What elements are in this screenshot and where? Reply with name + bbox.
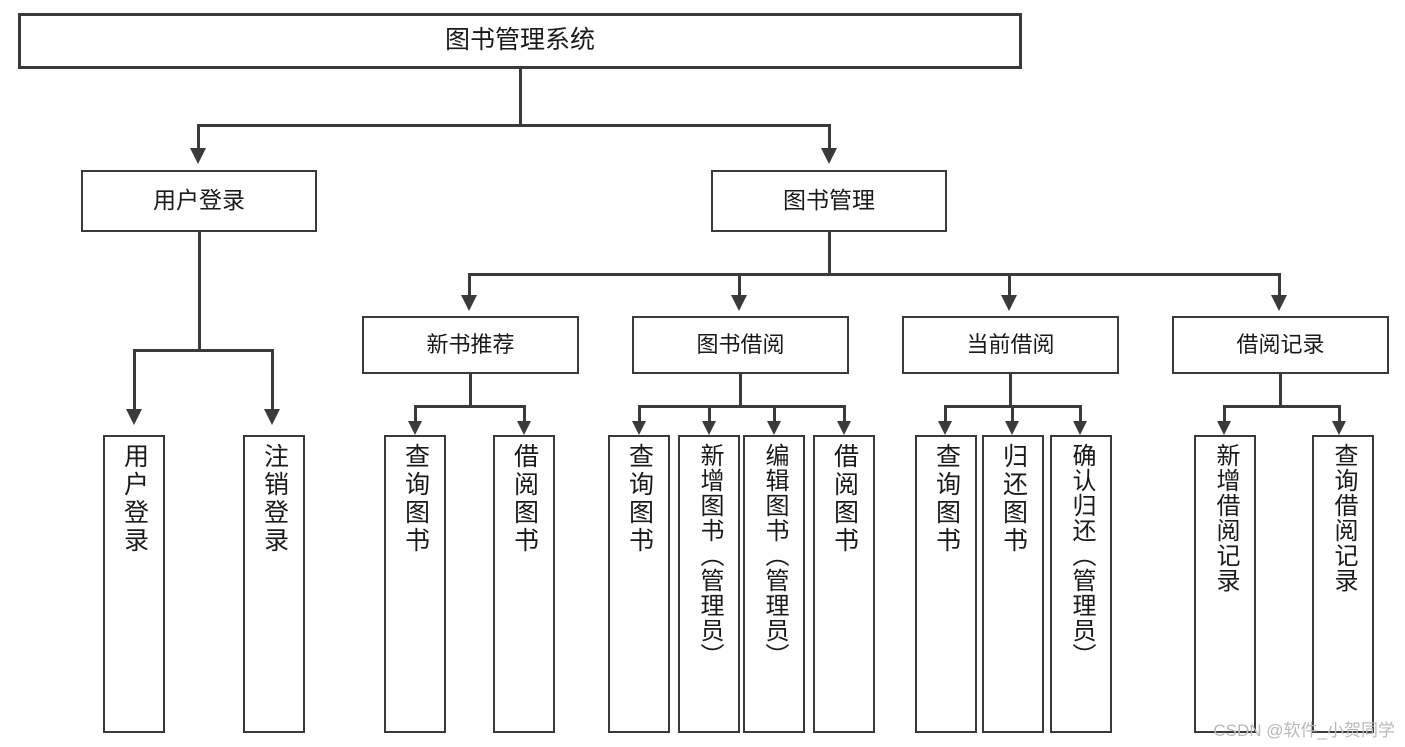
connector-bb-drop-2 [708, 405, 711, 423]
connector-root-drop-2 [828, 124, 831, 150]
arrowhead-nbr-leaf-2 [517, 421, 531, 435]
leaf-br-add-record[interactable]: 新增借阅记录 [1194, 435, 1256, 733]
arrowhead-bb-leaf-3 [767, 421, 781, 435]
node-current-borrow-label: 当前借阅 [966, 332, 1055, 358]
node-root-system[interactable]: 图书管理系统 [18, 13, 1022, 69]
arrowhead-cb-leaf-3 [1073, 421, 1087, 435]
leaf-bb-add-book-admin[interactable]: 新增图书（管理员） [678, 435, 740, 733]
connector-br-bus [1223, 405, 1341, 408]
connector-bm-drop-3 [1008, 273, 1011, 297]
arrowhead-new-book-recommend [461, 295, 477, 311]
leaf-user-login-label: 用户登录 [120, 443, 149, 555]
connector-br-drop-1 [1223, 405, 1226, 423]
leaf-nbr-borrow-book-label: 借阅图书 [510, 443, 539, 555]
connector-nbr-drop-1 [414, 405, 417, 423]
connector-user-login-stem [198, 232, 201, 350]
arrowhead-user-login [190, 148, 206, 164]
connector-bb-drop-3 [773, 405, 776, 423]
leaf-bb-query-book[interactable]: 查询图书 [608, 435, 670, 733]
leaf-bb-borrow-book[interactable]: 借阅图书 [813, 435, 875, 733]
connector-root-drop-1 [197, 124, 200, 150]
arrowhead-br-leaf-2 [1332, 421, 1346, 435]
leaf-bb-edit-book-admin-label: 编辑图书（管理员） [761, 443, 788, 668]
node-current-borrow[interactable]: 当前借阅 [902, 316, 1119, 374]
leaf-cb-return-book-label: 归还图书 [999, 443, 1028, 555]
arrowhead-leaf-user-login [126, 409, 142, 425]
connector-cb-drop-2 [1011, 405, 1014, 423]
node-root-label: 图书管理系统 [444, 26, 595, 55]
connector-bm-drop-4 [1278, 273, 1281, 297]
node-book-borrow[interactable]: 图书借阅 [632, 316, 849, 374]
arrowhead-current-borrow [1001, 295, 1017, 311]
node-new-book-recommend[interactable]: 新书推荐 [362, 316, 579, 374]
node-book-borrow-label: 图书借阅 [696, 332, 785, 358]
leaf-br-query-record[interactable]: 查询借阅记录 [1312, 435, 1374, 733]
arrowhead-bb-leaf-4 [837, 421, 851, 435]
csdn-watermark: CSDN @软件_小贺同学 [1213, 721, 1395, 740]
leaf-cb-query-book[interactable]: 查询图书 [915, 435, 977, 733]
leaf-logout-label: 注销登录 [260, 443, 289, 555]
leaf-cb-return-book[interactable]: 归还图书 [982, 435, 1044, 733]
connector-nbr-stem [469, 374, 472, 406]
connector-user-login-bus [133, 349, 271, 352]
leaf-nbr-query-book-label: 查询图书 [401, 443, 430, 555]
connector-nbr-bus [414, 405, 526, 408]
arrowhead-cb-leaf-1 [938, 421, 952, 435]
node-book-management[interactable]: 图书管理 [711, 170, 947, 232]
arrowhead-cb-leaf-2 [1005, 421, 1019, 435]
node-borrow-record[interactable]: 借阅记录 [1172, 316, 1389, 374]
connector-cb-stem [1009, 374, 1012, 406]
arrowhead-nbr-leaf-1 [408, 421, 422, 435]
node-user-login[interactable]: 用户登录 [81, 170, 317, 232]
arrowhead-bb-leaf-1 [632, 421, 646, 435]
node-new-book-recommend-label: 新书推荐 [426, 332, 515, 358]
connector-nbr-drop-2 [523, 405, 526, 423]
arrowhead-bb-leaf-2 [702, 421, 716, 435]
connector-cb-drop-3 [1079, 405, 1082, 423]
leaf-cb-query-book-label: 查询图书 [932, 443, 961, 555]
connector-bb-drop-4 [843, 405, 846, 423]
node-user-login-label: 用户登录 [153, 187, 245, 214]
node-borrow-record-label: 借阅记录 [1236, 332, 1325, 358]
arrowhead-br-leaf-1 [1217, 421, 1231, 435]
connector-bm-drop-2 [738, 273, 741, 297]
connector-user-login-drop-1 [133, 349, 136, 411]
leaf-logout[interactable]: 注销登录 [243, 435, 305, 733]
node-book-management-label: 图书管理 [783, 187, 875, 214]
leaf-cb-confirm-return-admin-label: 确认归还（管理员） [1068, 443, 1095, 668]
leaf-br-add-record-label: 新增借阅记录 [1212, 443, 1239, 593]
connector-book-management-stem [828, 232, 831, 274]
leaf-bb-borrow-book-label: 借阅图书 [830, 443, 859, 555]
connector-root-stem [519, 69, 522, 125]
connector-bb-bus [638, 405, 846, 408]
leaf-user-login[interactable]: 用户登录 [103, 435, 165, 733]
leaf-bb-query-book-label: 查询图书 [625, 443, 654, 555]
leaf-cb-confirm-return-admin[interactable]: 确认归还（管理员） [1050, 435, 1112, 733]
connector-book-management-bus [468, 273, 1280, 276]
leaf-bb-add-book-admin-label: 新增图书（管理员） [696, 443, 723, 668]
leaf-nbr-borrow-book[interactable]: 借阅图书 [493, 435, 555, 733]
arrowhead-borrow-record [1271, 295, 1287, 311]
arrowhead-book-manage [821, 148, 837, 164]
arrowhead-book-borrow [731, 295, 747, 311]
connector-bb-drop-1 [638, 405, 641, 423]
connector-root-bus [197, 124, 831, 127]
connector-br-drop-2 [1338, 405, 1341, 423]
connector-bb-stem [739, 374, 742, 406]
connector-user-login-drop-2 [271, 349, 274, 411]
leaf-br-query-record-label: 查询借阅记录 [1330, 443, 1357, 593]
arrowhead-leaf-logout [264, 409, 280, 425]
leaf-bb-edit-book-admin[interactable]: 编辑图书（管理员） [743, 435, 805, 733]
connector-bm-drop-1 [468, 273, 471, 297]
leaf-nbr-query-book[interactable]: 查询图书 [384, 435, 446, 733]
connector-br-stem [1279, 374, 1282, 406]
connector-cb-drop-1 [944, 405, 947, 423]
